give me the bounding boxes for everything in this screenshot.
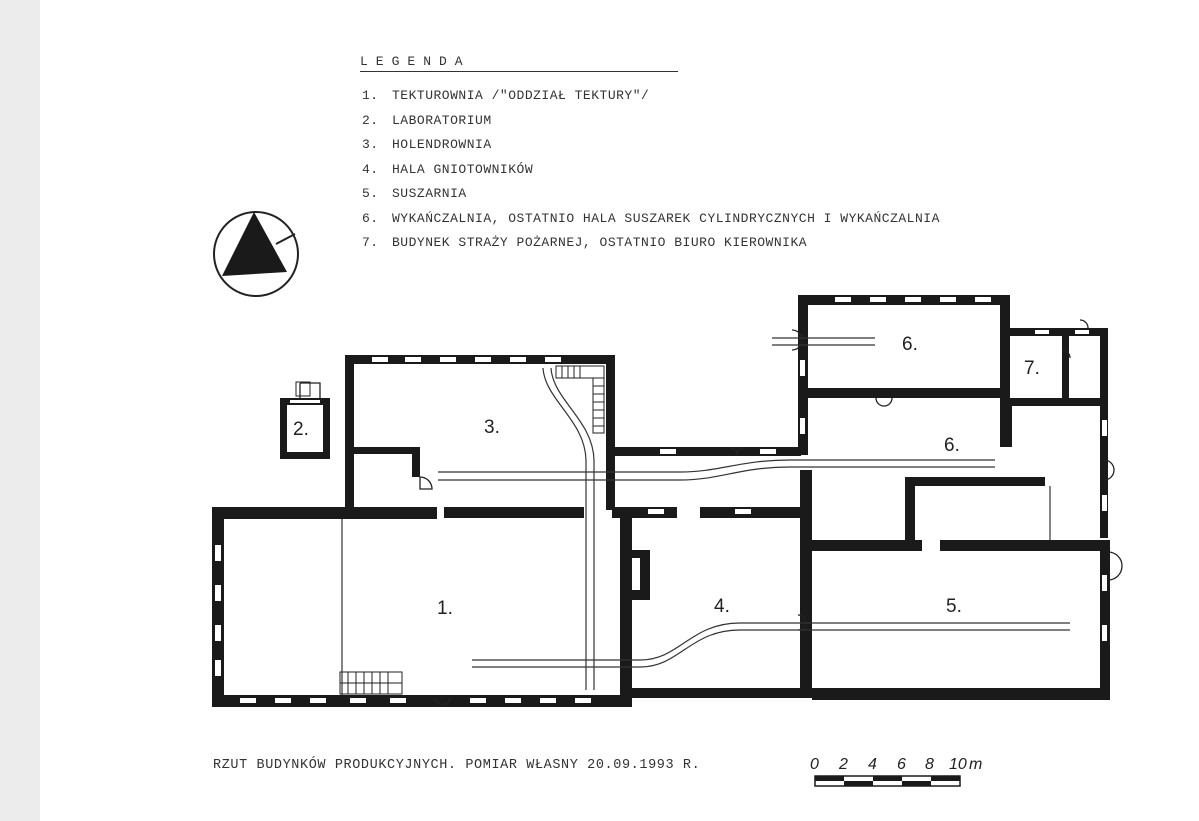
room-label-5: 5. <box>946 596 962 617</box>
legend-item: 5.SUSZARNIA <box>362 186 467 201</box>
scale-tick: 8 <box>925 756 934 773</box>
room-label-7: 7. <box>1024 358 1040 379</box>
stairs <box>295 365 605 695</box>
legend-item: 1.TEKTUROWNIA /"ODDZIAŁ TEKTURY"/ <box>362 88 650 103</box>
legend-item: 7.BUDYNEK STRAŻY POŻARNEJ, OSTATNIO BIUR… <box>362 235 808 250</box>
room-label-2: 2. <box>293 419 309 440</box>
room-label-3: 3. <box>484 417 500 438</box>
room-label-6-lower: 6. <box>944 435 960 456</box>
legend-title: LEGENDA <box>360 54 678 72</box>
drawing-caption: RZUT BUDYNKÓW PRODUKCYJNYCH. POMIAR WŁAS… <box>213 758 701 773</box>
scale-tick-labels: 0 2 4 6 8 10 m <box>810 756 982 773</box>
room-label-1: 1. <box>437 598 453 619</box>
room-label-4: 4. <box>714 596 730 617</box>
legend-item: 6.WYKAŃCZALNIA, OSTATNIO HALA SUSZAREK C… <box>362 210 940 226</box>
room-label-6-upper: 6. <box>902 334 918 355</box>
scale-tick: 4 <box>868 756 877 773</box>
walls <box>212 295 1110 707</box>
scale-tick: 10 <box>949 756 967 773</box>
legend-item: 2.LABORATORIUM <box>362 112 492 128</box>
windows <box>215 297 1107 703</box>
legend-item: 4.HALA GNIOTOWNIKÓW <box>362 161 534 177</box>
north-arrow-icon <box>213 211 299 297</box>
legend-list: 1.TEKTUROWNIA /"ODDZIAŁ TEKTURY"/ 2.LABO… <box>362 88 940 260</box>
scale-tick: 2 <box>838 756 848 773</box>
rail-tracks <box>341 337 1070 695</box>
scale-unit: m <box>969 756 982 773</box>
scale-tick: 0 <box>810 756 819 773</box>
scale-bar <box>814 775 961 787</box>
scale-tick: 6 <box>897 756 906 773</box>
legend-item: 3.HOLENDROWNIA <box>362 137 492 152</box>
